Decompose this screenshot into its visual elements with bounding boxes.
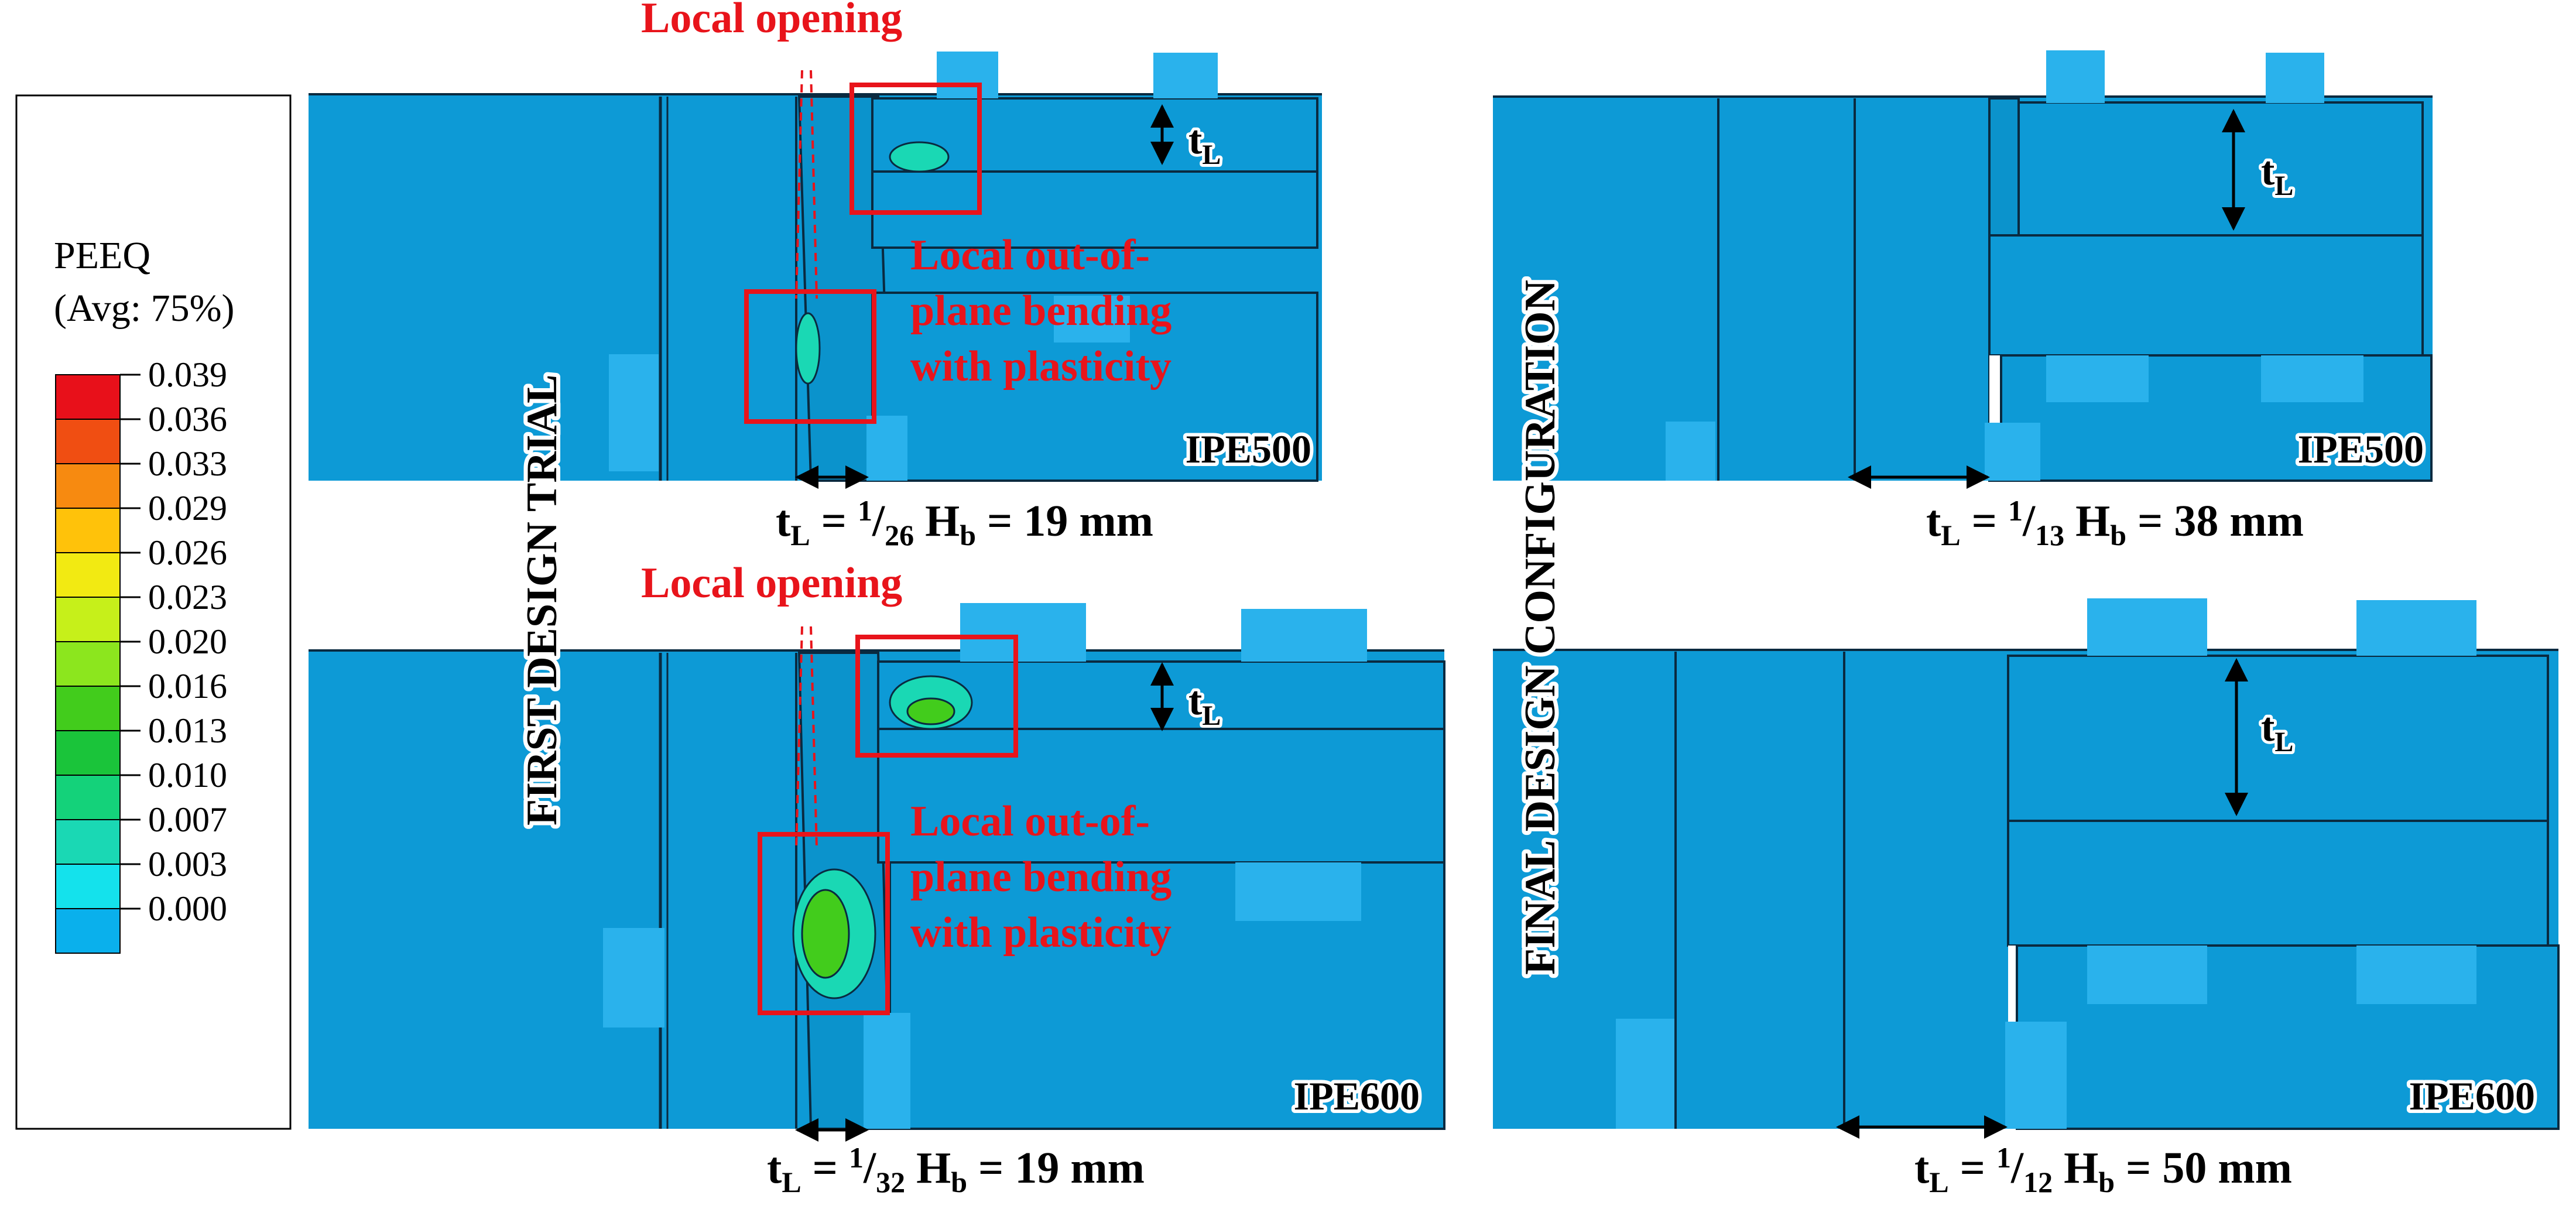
legend-value: 0.003 — [148, 845, 227, 883]
legend-value: 0.039 — [148, 355, 227, 394]
section-label: IPE500 — [1186, 427, 1311, 471]
section-label: IPE600 — [2409, 1074, 2535, 1118]
bolt-head — [937, 52, 998, 98]
beam-top-flange — [2007, 655, 2549, 822]
legend-value: 0.000 — [148, 889, 227, 928]
stiffener — [609, 354, 659, 471]
legend-swatch — [55, 730, 121, 776]
bolt-head — [960, 603, 1086, 662]
annotation-line-2: plane bending — [910, 287, 1171, 335]
stiffener — [1666, 422, 1715, 481]
beam-upper-block — [871, 170, 1318, 249]
legend-swatch — [55, 908, 121, 954]
annotation-line-2: plane bending — [910, 853, 1171, 901]
bolt-head — [2266, 53, 2324, 103]
stiffener — [1616, 1019, 1674, 1129]
thickness-label: tL — [1188, 118, 1221, 170]
legend-value: 0.016 — [148, 667, 227, 705]
caption-tr: tL = 1/13 Hb = 38 mm — [1926, 494, 2304, 552]
stiffener — [1985, 423, 2040, 481]
beam-upper-block — [1988, 234, 2424, 357]
beam-upper-block — [877, 728, 1445, 864]
legend-value: 0.033 — [148, 444, 227, 483]
legend: PEEQ (Avg: 75%) 0.039 0.036 0.033 0.029 0.02… — [15, 94, 292, 1130]
bolt-nut — [2087, 946, 2207, 1004]
highlight-box — [849, 83, 982, 215]
legend-colorbar — [55, 374, 121, 954]
beam-top-flange — [2017, 101, 2424, 237]
legend-swatch — [55, 864, 121, 909]
bolt-head — [2087, 598, 2207, 656]
bolt-nut — [2261, 355, 2363, 402]
legend-value: 0.007 — [148, 800, 227, 839]
caption-bl: tL = 1/32 Hb = 19 mm — [767, 1141, 1145, 1198]
annotation-line-3: with plasticity — [910, 343, 1171, 391]
plastic-zone — [795, 312, 821, 385]
legend-swatch — [55, 552, 121, 598]
highlight-box — [744, 289, 876, 424]
legend-value: 0.023 — [148, 578, 227, 617]
bolt-nut — [2046, 355, 2149, 402]
plastic-zone — [889, 141, 950, 173]
label-final-design-configuration: FINAL DESIGN CONFIGURATION — [1516, 280, 1564, 975]
section-label: IPE500 — [2298, 427, 2424, 471]
legend-swatch — [55, 463, 121, 509]
stiffener — [864, 1013, 910, 1129]
annotation-line-1: Local out-of- — [910, 797, 1150, 845]
annotation-line-3: with plasticity — [910, 909, 1171, 957]
legend-value: 0.036 — [148, 400, 227, 439]
caption-br: tL = 1/12 Hb = 50 mm — [1914, 1141, 2292, 1198]
annotation-local-opening: Local opening — [641, 559, 902, 607]
bolt-nut — [1235, 862, 1361, 921]
legend-value: 0.020 — [148, 622, 227, 661]
stiffener — [2005, 1022, 2067, 1129]
bolt-nut — [1054, 296, 1130, 343]
panel-final-config-ipe600: tL IPE600 — [1493, 598, 2560, 1139]
highlight-box — [855, 635, 1018, 758]
legend-value: 0.010 — [148, 756, 227, 794]
plastic-zone-core — [906, 697, 955, 725]
legend-swatch — [55, 419, 121, 464]
section-label: IPE600 — [1294, 1074, 1420, 1118]
beam-upper-block — [2007, 820, 2549, 947]
highlight-box — [758, 832, 890, 1015]
legend-swatch — [55, 686, 121, 731]
label-first-design-trial: FIRST DESIGN TRIAL — [518, 375, 566, 826]
bolt-nut — [2356, 946, 2476, 1004]
legend-title: PEEQ — [54, 234, 150, 277]
stiffener — [603, 928, 664, 1028]
thickness-label: tL — [2261, 149, 2293, 201]
stiffener — [866, 416, 907, 481]
caption-tl: tL = 1/26 Hb = 19 mm — [776, 494, 1153, 552]
annotation-local-opening: Local opening — [641, 0, 902, 42]
thickness-label: tL — [1188, 679, 1221, 731]
panel-final-config-ipe500: tL IPE500 — [1493, 50, 2433, 489]
plastic-zone-core — [801, 889, 850, 979]
bolt-head — [2046, 50, 2105, 103]
panel-first-trial-ipe600: tL Local opening Local out-of- plane ben… — [309, 559, 1445, 1142]
legend-value: 0.026 — [148, 533, 227, 572]
legend-value: 0.013 — [148, 711, 227, 750]
legend-swatch — [55, 775, 121, 820]
bolt-head — [1153, 53, 1218, 98]
legend-swatch — [55, 508, 121, 553]
legend-swatch — [55, 641, 121, 687]
bolt-head — [1241, 609, 1367, 662]
legend-values: 0.039 0.036 0.033 0.029 0.026 0.023 0.020 0.016… — [120, 355, 227, 928]
panel-first-trial-ipe500: tL Local opening Local out-of- plane ben… — [309, 0, 1322, 489]
legend-swatch — [55, 374, 121, 420]
legend-value: 0.029 — [148, 489, 227, 528]
annotation-line-1: Local out-of- — [910, 231, 1150, 279]
legend-swatch — [55, 597, 121, 642]
legend-subtitle: (Avg: 75%) — [54, 287, 235, 330]
legend-swatch — [55, 819, 121, 865]
bolt-head — [2356, 600, 2476, 656]
thickness-label: tL — [2261, 705, 2293, 758]
